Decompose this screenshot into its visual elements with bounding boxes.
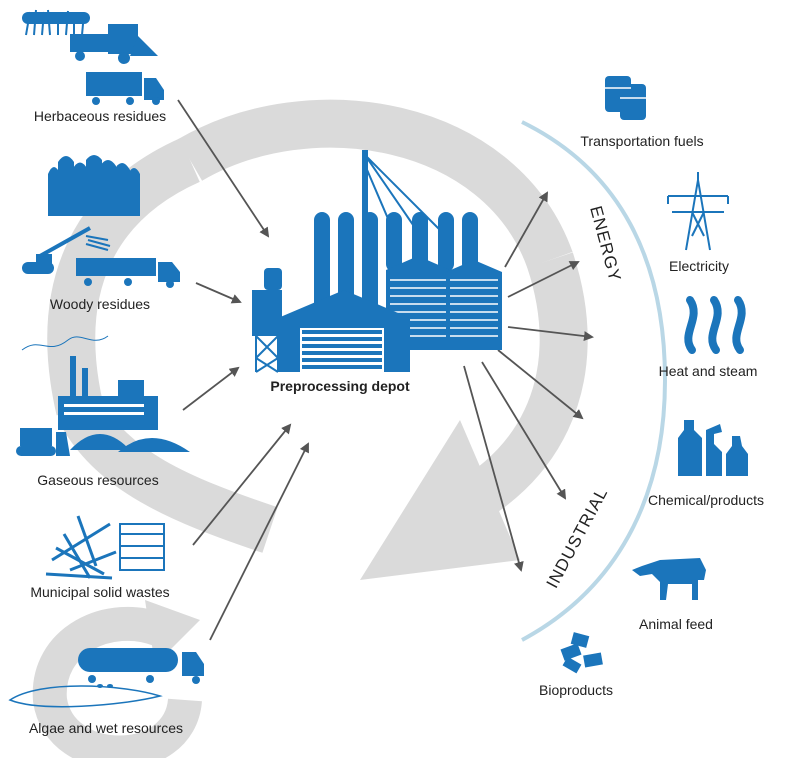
arrow-algae bbox=[209, 442, 309, 641]
output-arc bbox=[521, 120, 668, 642]
arrow-heat bbox=[507, 326, 594, 342]
arrow-industrial-2 bbox=[463, 365, 524, 572]
output-label-heat: Heat and steam bbox=[658, 363, 758, 379]
forest-loader-truck-icon bbox=[22, 155, 180, 288]
factory-bulldozer-icon bbox=[16, 335, 190, 456]
output-label-bioproducts: Bioproducts bbox=[539, 682, 613, 698]
blocks-icon bbox=[560, 632, 603, 674]
source-label-herbaceous: Herbaceous residues bbox=[33, 108, 167, 124]
cow-icon bbox=[632, 558, 706, 600]
preprocessing-depot-icon bbox=[252, 150, 502, 373]
output-label-feed: Animal feed bbox=[639, 616, 713, 632]
arrow-electricity bbox=[507, 261, 580, 298]
arrow-msw bbox=[192, 423, 292, 546]
steam-icon bbox=[684, 296, 746, 354]
arrow-fuels bbox=[504, 191, 548, 268]
bottles-icon bbox=[678, 420, 748, 476]
arrow-herbaceous bbox=[177, 99, 270, 238]
output-label-fuels: Transportation fuels bbox=[580, 133, 704, 149]
harvester-truck-icon bbox=[22, 9, 164, 105]
source-label-msw: Municipal solid wastes bbox=[30, 584, 170, 600]
source-label-woody: Woody residues bbox=[49, 296, 151, 312]
output-label-chemical: Chemical/products bbox=[648, 492, 764, 508]
input-arrows bbox=[177, 99, 309, 641]
waste-pile-icon bbox=[45, 515, 165, 580]
output-arrows bbox=[463, 191, 594, 572]
output-label-electricity: Electricity bbox=[669, 258, 729, 274]
arrow-industrial-1 bbox=[481, 361, 567, 500]
source-label-algae: Algae and wet resources bbox=[28, 720, 184, 736]
arrow-chemical bbox=[497, 349, 584, 420]
source-label-gaseous: Gaseous resources bbox=[37, 472, 159, 488]
arrow-woody bbox=[195, 282, 242, 304]
arrow-gaseous bbox=[182, 366, 240, 411]
power-tower-icon bbox=[667, 172, 729, 251]
depot-label: Preprocessing depot bbox=[270, 378, 410, 394]
oil-barrels-icon bbox=[605, 76, 646, 120]
tanker-truck-icon bbox=[8, 648, 204, 708]
